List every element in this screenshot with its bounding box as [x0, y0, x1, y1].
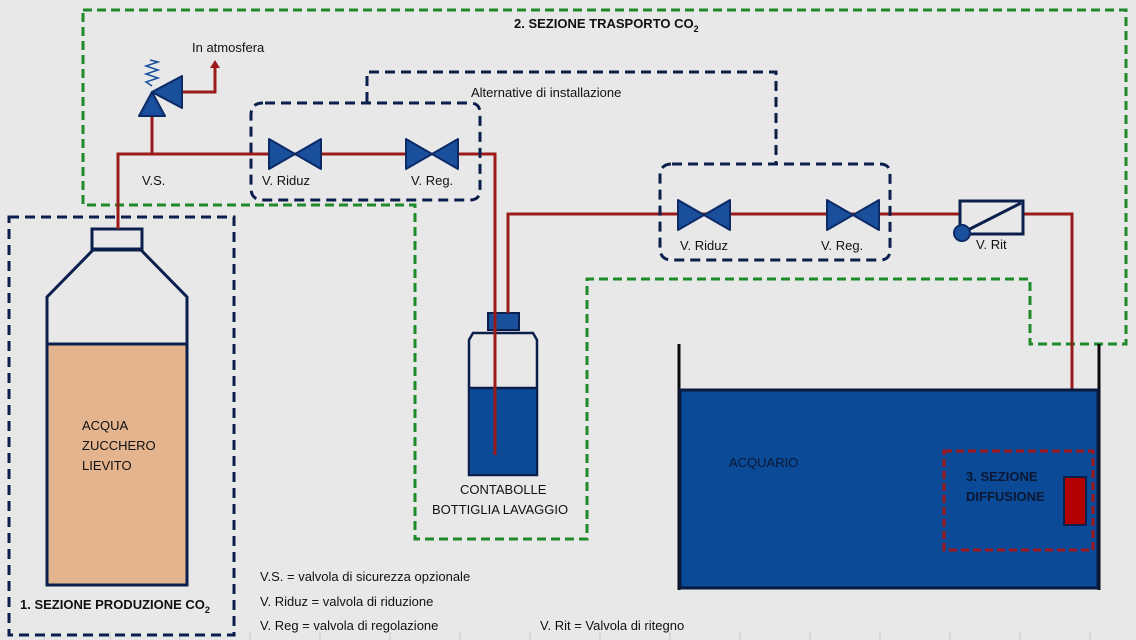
- atmosphere-arrow-icon: [210, 60, 220, 68]
- pipe-to-check-valve: [506, 212, 1074, 478]
- aquarium: ACQUARIO: [677, 344, 1101, 590]
- alternatives-label: Alternative di installazione: [471, 85, 621, 100]
- bubble-counter-label-1: CONTABOLLE: [460, 482, 547, 497]
- reducer-valve-2-icon: [677, 199, 731, 231]
- regulator-valve-1-icon: [405, 138, 459, 170]
- bubble-counter-cap: [487, 312, 520, 331]
- regulator-valve-1-label: V. Reg.: [411, 173, 453, 188]
- aquarium-water: [678, 388, 1100, 590]
- alternatives-connector: [365, 70, 778, 164]
- legend-riduz: V. Riduz = valvola di riduzione: [260, 594, 433, 609]
- check-valve-icon: [953, 199, 1025, 242]
- bottle-mixture: [48, 344, 186, 584]
- safety-valve-icon: [138, 59, 183, 117]
- mixture-label-3: LIEVITO: [82, 458, 132, 473]
- reducer-valve-2-label: V. Riduz: [680, 238, 728, 253]
- pipe-atmosphere-vent: [182, 66, 217, 94]
- fermentation-bottle: ACQUA ZUCCHERO LIEVITO: [45, 227, 189, 587]
- legend: V.S. = valvola di sicurezza opzionale V.…: [260, 569, 684, 633]
- transport-section-border: [81, 8, 1128, 541]
- diffusion-title-2: DIFFUSIONE: [966, 489, 1045, 504]
- diffusion-section-border: [942, 449, 1095, 552]
- aquarium-label: ACQUARIO: [729, 455, 798, 470]
- co2-diffuser: [1063, 476, 1087, 526]
- bottom-grid-ticks: [43, 632, 1091, 640]
- check-valve-label: V. Rit: [976, 237, 1007, 252]
- bottle-cap: [90, 227, 144, 251]
- reducer-valve-1-label: V. Riduz: [262, 173, 310, 188]
- reducer-valve-1-icon: [268, 138, 322, 170]
- regulator-valve-2-icon: [826, 199, 880, 231]
- production-section-title: 1. SEZIONE PRODUZIONE CO2: [20, 597, 210, 615]
- bubble-counter-bottle: [467, 300, 539, 477]
- atmosphere-label: In atmosfera: [192, 40, 265, 55]
- diffusion-title-1: 3. SEZIONE: [966, 469, 1038, 484]
- alternatives-box-1: [249, 101, 482, 202]
- production-section-border: [7, 215, 236, 637]
- legend-rit: V. Rit = Valvola di ritegno: [540, 618, 684, 633]
- legend-vs: V.S. = valvola di sicurezza opzionale: [260, 569, 470, 584]
- safety-valve-label: V.S.: [142, 173, 165, 188]
- mixture-label-1: ACQUA: [82, 418, 129, 433]
- transport-section-title: 2. SEZIONE TRASPORTO CO2: [514, 16, 699, 34]
- bubble-counter-water: [470, 388, 536, 474]
- regulator-valve-2-label: V. Reg.: [821, 238, 863, 253]
- bubble-counter-label-2: BOTTIGLIA LAVAGGIO: [432, 502, 568, 517]
- mixture-label-2: ZUCCHERO: [82, 438, 156, 453]
- legend-reg: V. Reg = valvola di regolazione: [260, 618, 438, 633]
